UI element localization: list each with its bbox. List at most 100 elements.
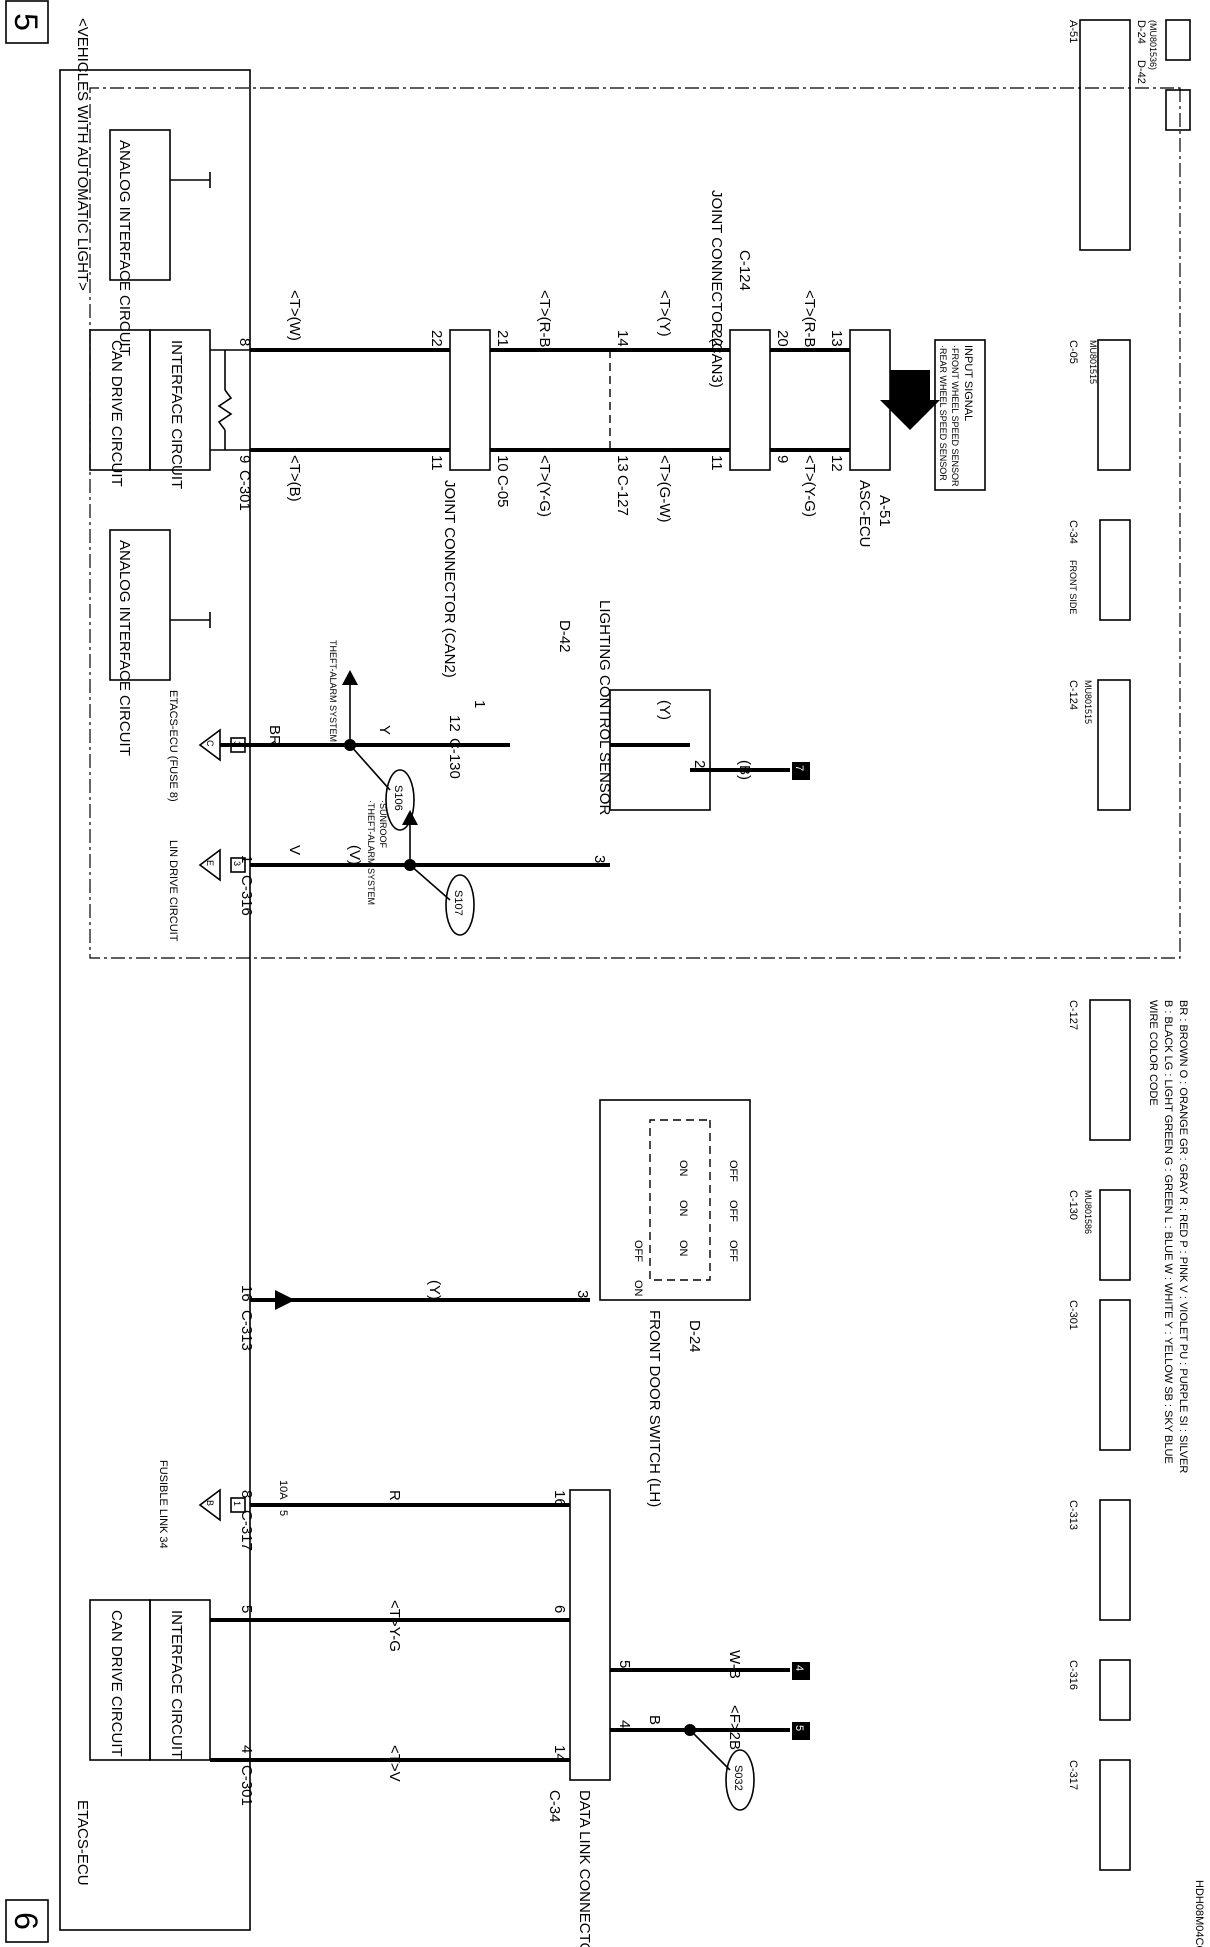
automatic-light-boundary: [89, 87, 1181, 959]
input-arrow: [880, 370, 940, 430]
wire-label-y313: (Y): [426, 1280, 443, 1300]
splice-s106: [385, 769, 415, 831]
ground-7-label: 7: [793, 765, 805, 771]
wire-label-v: V: [286, 845, 303, 855]
legend-a51: A-51: [1067, 20, 1079, 43]
etacs-ecu-box: [59, 69, 251, 1931]
input-signal-label: INPUT SIGNAL: [962, 345, 974, 421]
wire-label-br: BR: [266, 725, 283, 746]
door-switch-label: FRONT DOOR SWITCH (LH): [646, 1310, 663, 1507]
pin-21: 21: [494, 330, 511, 347]
interface-block-2: INTERFACE CIRCUIT: [149, 1599, 211, 1761]
page-left-text: 5: [8, 13, 44, 31]
pin-3: 3: [591, 855, 608, 863]
pin-6: 6: [551, 1605, 568, 1613]
data-link-connector-label: DATA LINK CONNECTOR: [576, 1790, 593, 1947]
wire-label-ypar: (Y): [656, 700, 673, 720]
legend-c127-shape: [1089, 999, 1131, 1141]
terminal-e: E: [205, 860, 215, 866]
interface-label-2: INTERFACE CIRCUIT: [168, 1610, 185, 1759]
legend-a51-shape: [1079, 19, 1131, 251]
splice-s106-label: S106: [392, 785, 404, 811]
splice-s032-leader: [689, 1729, 731, 1771]
pin-11b: 11: [708, 455, 725, 471]
legend-c301-shape: [1099, 1299, 1131, 1451]
splice-s107-leader: [409, 864, 451, 901]
page-number-left: 5: [5, 0, 49, 44]
lighting-sensor-label: LIGHTING CONTROL SENSOR: [596, 600, 613, 815]
interface-label-1: INTERFACE CIRCUIT: [168, 340, 185, 489]
rear-wheel-speed-label: ·REAR WHEEL SPEED SENSOR: [938, 345, 948, 481]
splice-s107: [445, 874, 475, 936]
connector-c05-label: C-05: [494, 475, 511, 508]
wire-label-r: R: [386, 1490, 403, 1501]
pin-11: 11: [428, 455, 445, 471]
legend-c127: C-127: [1067, 1000, 1079, 1030]
color-code-title: WIRE COLOR CODE: [1147, 1000, 1159, 1106]
analog-interface-label-2: ANALOG INTERFACE CIRCUIT: [116, 540, 133, 756]
legend-c130-part: MU801586: [1083, 1190, 1093, 1234]
wire-label-b: B: [646, 1715, 663, 1725]
analog-interface-block-1: ANALOG INTERFACE CIRCUIT: [109, 129, 211, 356]
theft-arrow: [342, 670, 358, 685]
pin-9b: 9: [774, 455, 791, 463]
pin-16: 16: [551, 1490, 568, 1507]
switch-on-1: ON: [677, 1160, 689, 1177]
pin-10: 10: [494, 455, 511, 472]
terminal-1: 1: [232, 1501, 242, 1506]
legend-c05-shape: [1097, 339, 1131, 471]
legend-c124-shape: [1097, 679, 1131, 811]
joint-connector-can3: [729, 329, 771, 471]
connector-c301-label: C-301: [236, 470, 253, 511]
data-link-connector-box: [569, 1489, 611, 1781]
connector-c127-label: C-127: [614, 475, 631, 516]
legend-c316: C-316: [1067, 1660, 1079, 1690]
joint-connector-can3-label: JOINT CONNECTOR (CAN3): [708, 190, 725, 388]
pin-5b: 5: [616, 1660, 633, 1668]
wire-label-tv: <T>V: [386, 1745, 403, 1782]
analog-interface-label-1: ANALOG INTERFACE CIRCUIT: [116, 140, 133, 356]
pin-9: 9: [236, 455, 253, 463]
can-drive-block-2: CAN DRIVE CIRCUIT: [89, 1599, 151, 1761]
input-signal-box: [934, 339, 986, 491]
can-drive-label-2: CAN DRIVE CIRCUIT: [108, 1610, 125, 1757]
pin-20: 20: [774, 330, 791, 347]
pin-22b: 22: [708, 330, 725, 347]
page-right-text: 6: [8, 1912, 44, 1930]
legend-c34: C-34: [1067, 520, 1079, 544]
pin-5: 5: [238, 1605, 255, 1613]
wire-label-tyg3: <T>Y-G: [386, 1600, 403, 1652]
pin-2: 2: [691, 760, 708, 768]
terminal-3b: 3: [232, 861, 242, 866]
ground-5-label: 5: [793, 1725, 805, 1731]
pin-4b: 4: [616, 1720, 633, 1728]
wire-label-vpar: (V): [346, 845, 363, 865]
pin-22: 22: [428, 330, 445, 347]
connector-c301b-label: C-301: [238, 1765, 255, 1806]
connector-c34-label: C-34: [546, 1790, 563, 1823]
legend-d42-shape: [1165, 89, 1191, 131]
pin-1: 1: [471, 700, 488, 708]
color-code-row2: BR : BROWN O : ORANGE GR : GRAY R : RED …: [1177, 1000, 1189, 1473]
theft-alarm-label-2: ·THEFT-ALARM SYSTEM: [366, 800, 376, 905]
legend-c316-shape: [1099, 1659, 1131, 1721]
connector-c317-label: C-317: [238, 1510, 255, 1551]
legend-d24: D-24: [1135, 20, 1147, 44]
pin-12-c130: 12: [446, 715, 463, 732]
color-code-row1: B : BLACK LG : LIGHT GREEN G : GREEN L :…: [1162, 1000, 1174, 1464]
wire-label-y: Y: [376, 725, 393, 735]
sunroof-label: ·SUNROOF: [378, 800, 388, 848]
legend-d24-shape: [1165, 19, 1191, 61]
connector-c124-label: C-124: [736, 250, 753, 291]
legend-c124-part: MU801515: [1083, 680, 1093, 724]
connector-a51-label: A-51: [876, 495, 893, 527]
door-switch-box: [599, 1099, 751, 1301]
pin-4: 4: [238, 1745, 255, 1753]
legend-c05-part: MU801515: [1088, 340, 1098, 384]
asc-ecu-label: ASC-ECU: [856, 480, 873, 548]
legend-c05: C-05: [1067, 340, 1079, 364]
legend-c313: C-313: [1067, 1500, 1079, 1530]
connector-c316-label: C-316: [238, 875, 255, 916]
pin-8: 8: [236, 338, 253, 346]
